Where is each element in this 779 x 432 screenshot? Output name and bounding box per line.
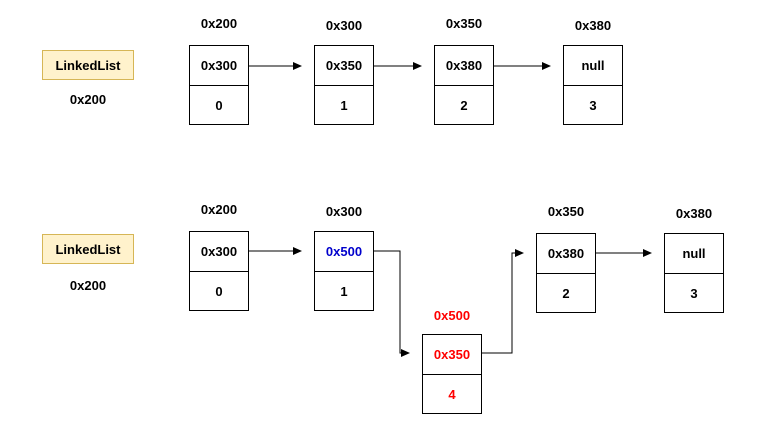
node-value-after-0: 0 (215, 284, 223, 299)
node-after-0: 0x300 0 (189, 231, 249, 311)
node-next-before-0: 0x300 (190, 46, 248, 86)
node-next-before-2: 0x380 (435, 46, 493, 86)
node-next-after-3: 0x380 (537, 234, 595, 274)
node-before-1: 0x350 1 (314, 45, 374, 125)
node-address-after-0: 0x200 (200, 202, 238, 217)
node-address-after-1: 0x300 (325, 204, 363, 219)
node-value-after-3: 2 (562, 286, 570, 301)
node-before-2: 0x380 2 (434, 45, 494, 125)
node-next-before-3: null (564, 46, 622, 86)
node-address-before-1: 0x300 (325, 18, 363, 33)
linkedlist-address-after: 0x200 (69, 278, 107, 293)
node-next-after-2: 0x350 (423, 335, 481, 375)
node-after-2-inserted: 0x350 4 (422, 334, 482, 414)
node-value-before-1: 1 (340, 98, 348, 113)
node-address-after-3: 0x350 (547, 204, 585, 219)
node-next-after-0: 0x300 (190, 232, 248, 272)
linkedlist-label-before: LinkedList (42, 50, 134, 80)
node-address-after-4: 0x380 (675, 206, 713, 221)
node-value-before-3: 3 (589, 98, 597, 113)
node-address-before-2: 0x350 (445, 16, 483, 31)
linkedlist-address-before: 0x200 (69, 92, 107, 107)
node-after-1: 0x500 1 (314, 231, 374, 311)
arrow-after-inserted-3 (482, 249, 524, 354)
node-next-before-1: 0x350 (315, 46, 373, 86)
node-address-after-2: 0x500 (433, 308, 471, 323)
node-before-3: null 3 (563, 45, 623, 125)
node-address-before-3: 0x380 (574, 18, 612, 33)
node-after-4: null 3 (664, 233, 724, 313)
node-next-after-4: null (665, 234, 723, 274)
node-value-after-4: 3 (690, 286, 698, 301)
linkedlist-label-after: LinkedList (42, 234, 134, 264)
node-address-before-0: 0x200 (200, 16, 238, 31)
arrow-after-1-inserted (374, 250, 410, 357)
node-next-after-1: 0x500 (315, 232, 373, 272)
node-after-3: 0x380 2 (536, 233, 596, 313)
node-value-before-0: 0 (215, 98, 223, 113)
node-value-after-1: 1 (340, 284, 348, 299)
node-value-after-2: 4 (448, 387, 456, 402)
node-value-before-2: 2 (460, 98, 468, 113)
node-before-0: 0x300 0 (189, 45, 249, 125)
